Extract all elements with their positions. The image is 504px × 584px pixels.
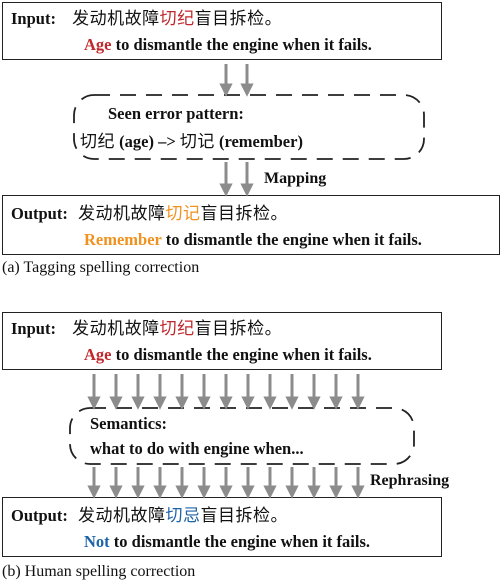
panel-b-input-cn-highlight: 切纪 xyxy=(159,319,195,339)
panel-a-input-cn-line: Input: 发动机故障切纪盲目拆检。 xyxy=(11,9,282,29)
panel-b-semantics-line1: Semantics: xyxy=(90,414,167,433)
panel-a-output-cn-post: 盲目拆检。 xyxy=(200,204,288,224)
panel-b-output-en-rest: to dismantle the engine when it fails. xyxy=(109,532,371,551)
panel-a-mapping-label: Mapping xyxy=(264,170,327,187)
panel-b-output-en-line: Not to dismantle the engine when it fail… xyxy=(84,532,370,552)
panel-b-output-cn-post: 盲目拆检。 xyxy=(200,506,288,526)
panel-a-caption: (a) Tagging spelling correction xyxy=(2,259,200,276)
panel-a-input-en-line: Age to dismantle the engine when it fail… xyxy=(84,35,372,55)
panel-b-arrows-bottom xyxy=(87,467,365,499)
panel-a-pattern-line2: 切纪 (age) –> 切记 (remember) xyxy=(80,132,303,152)
panel-b-input-en-rest: to dismantle the engine when it fails. xyxy=(111,345,372,364)
panel-a-output-cn-pre: 发动机故障 xyxy=(77,204,166,224)
panel-b-output-label: Output: xyxy=(11,506,68,525)
panel-b-output-cn-line: Output: 发动机故障切忌盲目拆检。 xyxy=(11,506,288,526)
panel-a-output-cn-highlight: 切记 xyxy=(165,204,201,224)
panel-a-pattern-en-right: (remember) xyxy=(214,132,303,151)
panel-b-output-cn-highlight: 切忌 xyxy=(165,506,201,526)
panel-a-output-en-line: Remember to dismantle the engine when it… xyxy=(84,230,422,250)
panel-a-input-cn-highlight: 切纪 xyxy=(159,9,195,29)
panel-a-input-box: Input: 发动机故障切纪盲目拆检。 Age to dismantle the… xyxy=(2,2,442,60)
panel-b-input-label: Input: xyxy=(11,319,56,338)
panel-b-output-en-highlight: Not xyxy=(84,532,110,551)
panel-b-input-en-line: Age to dismantle the engine when it fail… xyxy=(84,345,372,365)
panel-a-output-en-highlight: Remember xyxy=(84,230,162,249)
panel-b-caption: (b) Human spelling correction xyxy=(2,563,196,580)
panel-a-input-en-highlight: Age xyxy=(84,35,112,54)
panel-b-input-box: Input: 发动机故障切纪盲目拆检。 Age to dismantle the… xyxy=(2,312,442,370)
panel-b-rephrasing-label: Rephrasing xyxy=(370,472,450,489)
panel-a-pattern-cn-right: 切记 xyxy=(179,132,215,152)
panel-a-output-cn-line: Output: 发动机故障切记盲目拆检。 xyxy=(11,204,288,224)
panel-a-pattern-box xyxy=(73,94,425,160)
panel-a-input-cn-pre: 发动机故障 xyxy=(72,9,160,29)
panel-a-arrows-bottom xyxy=(219,162,254,197)
panel-b-semantics-line2: what to do with engine when... xyxy=(90,439,304,458)
panel-b-input-cn-pre: 发动机故障 xyxy=(72,319,160,339)
panel-a-input-label: Input: xyxy=(11,9,56,28)
panel-a-pattern-cn-wrong: 切纪 xyxy=(80,132,115,152)
panel-a-input-en-rest: to dismantle the engine when it fails. xyxy=(111,35,372,54)
panel-a-pattern-en-wrong: (age) –> xyxy=(115,132,180,151)
panel-b-arrows-top xyxy=(87,374,365,410)
panel-b-input-cn-post: 盲目拆检。 xyxy=(194,319,283,339)
panel-a-output-box: Output: 发动机故障切记盲目拆检。 Remember to dismant… xyxy=(2,195,500,255)
panel-a-output-en-rest: to dismantle the engine when it fails. xyxy=(161,230,422,249)
panel-a-arrows-top xyxy=(219,64,254,97)
panel-b-input-cn-line: Input: 发动机故障切纪盲目拆检。 xyxy=(11,319,282,339)
panel-a-pattern-line1: Seen error pattern: xyxy=(108,104,244,123)
panel-b-output-cn-pre: 发动机故障 xyxy=(77,506,166,526)
panel-b-input-en-highlight: Age xyxy=(84,345,112,364)
panel-b-semantics-box xyxy=(69,407,415,465)
panel-b-output-box: Output: 发动机故障切忌盲目拆检。 Not to dismantle th… xyxy=(2,497,442,557)
panel-a-input-cn-post: 盲目拆检。 xyxy=(194,9,283,29)
panel-a-output-label: Output: xyxy=(11,204,68,223)
